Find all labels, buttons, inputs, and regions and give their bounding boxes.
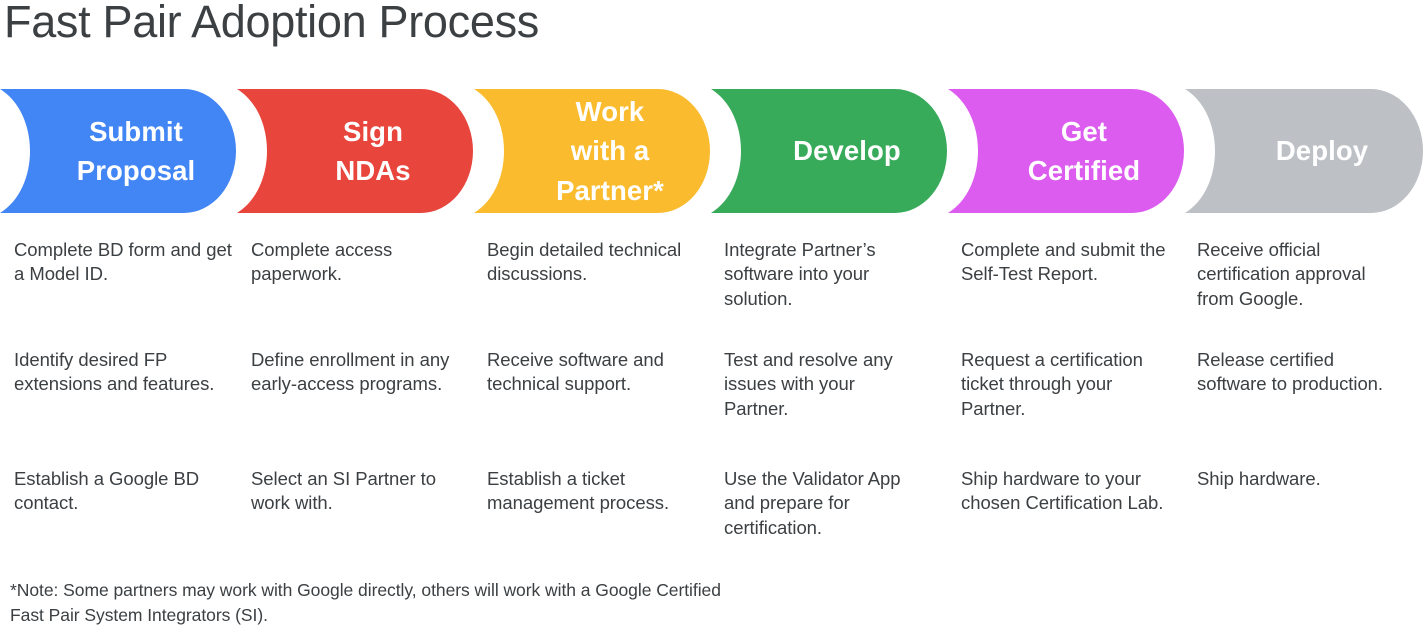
detail-column-work-with-a-partner: Begin detailed technical discussions. Rec… (487, 238, 705, 543)
stage-label-develop: Develop (793, 135, 901, 167)
stage-chevron-develop[interactable]: Develop (711, 89, 947, 213)
detail-item: Select an SI Partner to work with. (251, 468, 436, 514)
detail-column-develop: Integrate Partner’s software into your s… (724, 238, 924, 543)
detail-column-deploy: Receive official certification approval … (1197, 238, 1402, 543)
detail-item: Complete and submit the Self-Test Report… (961, 239, 1166, 285)
stage-label-work-with-a-partner: Work with a Partner* (556, 96, 664, 206)
detail-column-get-certified: Complete and submit the Self-Test Report… (961, 238, 1176, 543)
detail-item: Begin detailed technical discussions. (487, 239, 682, 285)
detail-item: Integrate Partner’s software into your s… (724, 239, 876, 309)
detail-column-sign-ndas: Complete access paperwork. Define enrollm… (251, 238, 461, 543)
stage-label-sign-ndas: Sign NDAs (335, 115, 411, 186)
process-stage-band: Submit Proposal Sign NDAs Work with a Part… (0, 89, 1423, 213)
page-title: Fast Pair Adoption Process (4, 0, 539, 47)
detail-item: Identify desired FP extensions and featu… (14, 349, 215, 395)
stage-chevron-work-with-a-partner[interactable]: Work with a Partner* (474, 89, 710, 213)
stage-label-submit-proposal: Submit Proposal (76, 115, 196, 186)
chevron-fill (711, 89, 947, 213)
stage-chevron-sign-ndas[interactable]: Sign NDAs (237, 89, 473, 213)
chevron-shape (474, 89, 710, 213)
detail-item: Test and resolve any issues with your Pa… (724, 349, 893, 419)
chevron-shape (948, 89, 1184, 213)
detail-column-submit-proposal: Complete BD form and get a Model ID. Iden… (14, 238, 232, 543)
stage-label-get-certified: Get Certified (1027, 115, 1141, 186)
stage-label-deploy: Deploy (1275, 135, 1369, 167)
detail-item: Receive software and technical support. (487, 349, 664, 395)
detail-item: Complete BD form and get a Model ID. (14, 239, 232, 285)
detail-item: Define enrollment in any early-access pr… (251, 349, 450, 395)
chevron-fill (948, 89, 1184, 213)
stage-detail-columns: Complete BD form and get a Model ID. Iden… (0, 238, 1423, 543)
chevron-shape (0, 89, 236, 213)
chevron-fill (1185, 89, 1423, 213)
detail-item: Complete access paperwork. (251, 239, 393, 285)
detail-item: Receive official certification approval … (1197, 239, 1366, 309)
chevron-shape (237, 89, 473, 213)
detail-item: Establish a ticket management process. (487, 468, 670, 514)
detail-item: Release certified software to production… (1197, 349, 1384, 395)
detail-item: Ship hardware. (1197, 468, 1321, 489)
chevron-fill (474, 89, 710, 213)
stage-chevron-deploy[interactable]: Deploy (1185, 89, 1423, 213)
detail-item: Use the Validator App and prepare for ce… (724, 468, 901, 538)
stage-chevron-get-certified[interactable]: Get Certified (948, 89, 1184, 213)
stage-chevron-submit-proposal[interactable]: Submit Proposal (0, 89, 236, 213)
detail-item: Ship hardware to your chosen Certificati… (961, 468, 1164, 514)
detail-item: Request a certification ticket through y… (961, 349, 1143, 419)
chevron-fill (0, 89, 236, 213)
chevron-fill (237, 89, 473, 213)
detail-item: Establish a Google BD contact. (14, 468, 200, 514)
footnote-note: *Note: Some partners may work with Googl… (10, 580, 721, 625)
chevron-shape (1185, 89, 1423, 213)
chevron-shape (711, 89, 947, 213)
